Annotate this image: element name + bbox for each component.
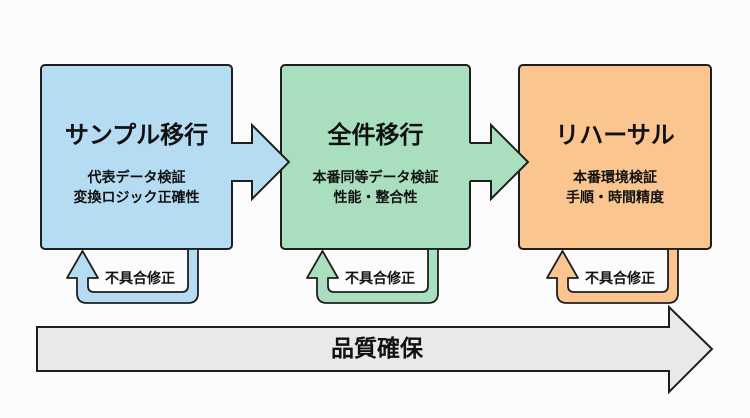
- stage-rehearsal: リハーサル 本番環境検証 手順・時間精度: [518, 64, 712, 250]
- flow-arrow-1-to-2: [230, 122, 291, 202]
- loop-label: 不具合修正: [585, 270, 655, 287]
- stage-sample-migration: サンプル移行 代表データ検証 変換ロジック正確性: [40, 64, 233, 250]
- loop-arrow-icon: [546, 248, 679, 304]
- flow-arrow-outline: [470, 122, 530, 202]
- flow-arrow-2-to-3: [469, 122, 530, 202]
- loop-label: 不具合修正: [105, 270, 175, 287]
- stage-detail-line: 代表データ検証: [87, 169, 186, 186]
- flow-arrow-outline: [231, 122, 291, 202]
- loop-arrow-icon: [66, 248, 199, 304]
- foundation-label: 品質確保: [331, 335, 424, 362]
- stage-detail-line: 変換ロジック正確性: [74, 189, 200, 206]
- stage-box: [280, 64, 471, 250]
- stage-box: [518, 64, 712, 250]
- loop-arrow-icon: [306, 248, 439, 304]
- feedback-loop-stage-3: 不具合修正: [546, 248, 679, 304]
- stage-title: サンプル移行: [65, 121, 208, 149]
- foundation-arrow-shape: [36, 304, 714, 395]
- loop-label: 不具合修正: [345, 270, 415, 287]
- stage-detail-line: 本番同等データ検証: [313, 169, 439, 186]
- stage-full-migration: 全件移行 本番同等データ検証 性能・整合性: [280, 64, 471, 250]
- quality-assurance-arrow: 品質確保: [36, 304, 714, 395]
- stage-detail-line: 性能・整合性: [334, 189, 418, 206]
- stage-detail-line: 手順・時間精度: [566, 189, 665, 206]
- stage-detail-line: 本番環境検証: [573, 169, 657, 186]
- stage-box: [40, 64, 233, 250]
- feedback-loop-stage-1: 不具合修正: [66, 248, 199, 304]
- stage-title: 全件移行: [327, 121, 424, 149]
- stage-title: リハーサル: [555, 121, 675, 149]
- feedback-loop-stage-2: 不具合修正: [306, 248, 439, 304]
